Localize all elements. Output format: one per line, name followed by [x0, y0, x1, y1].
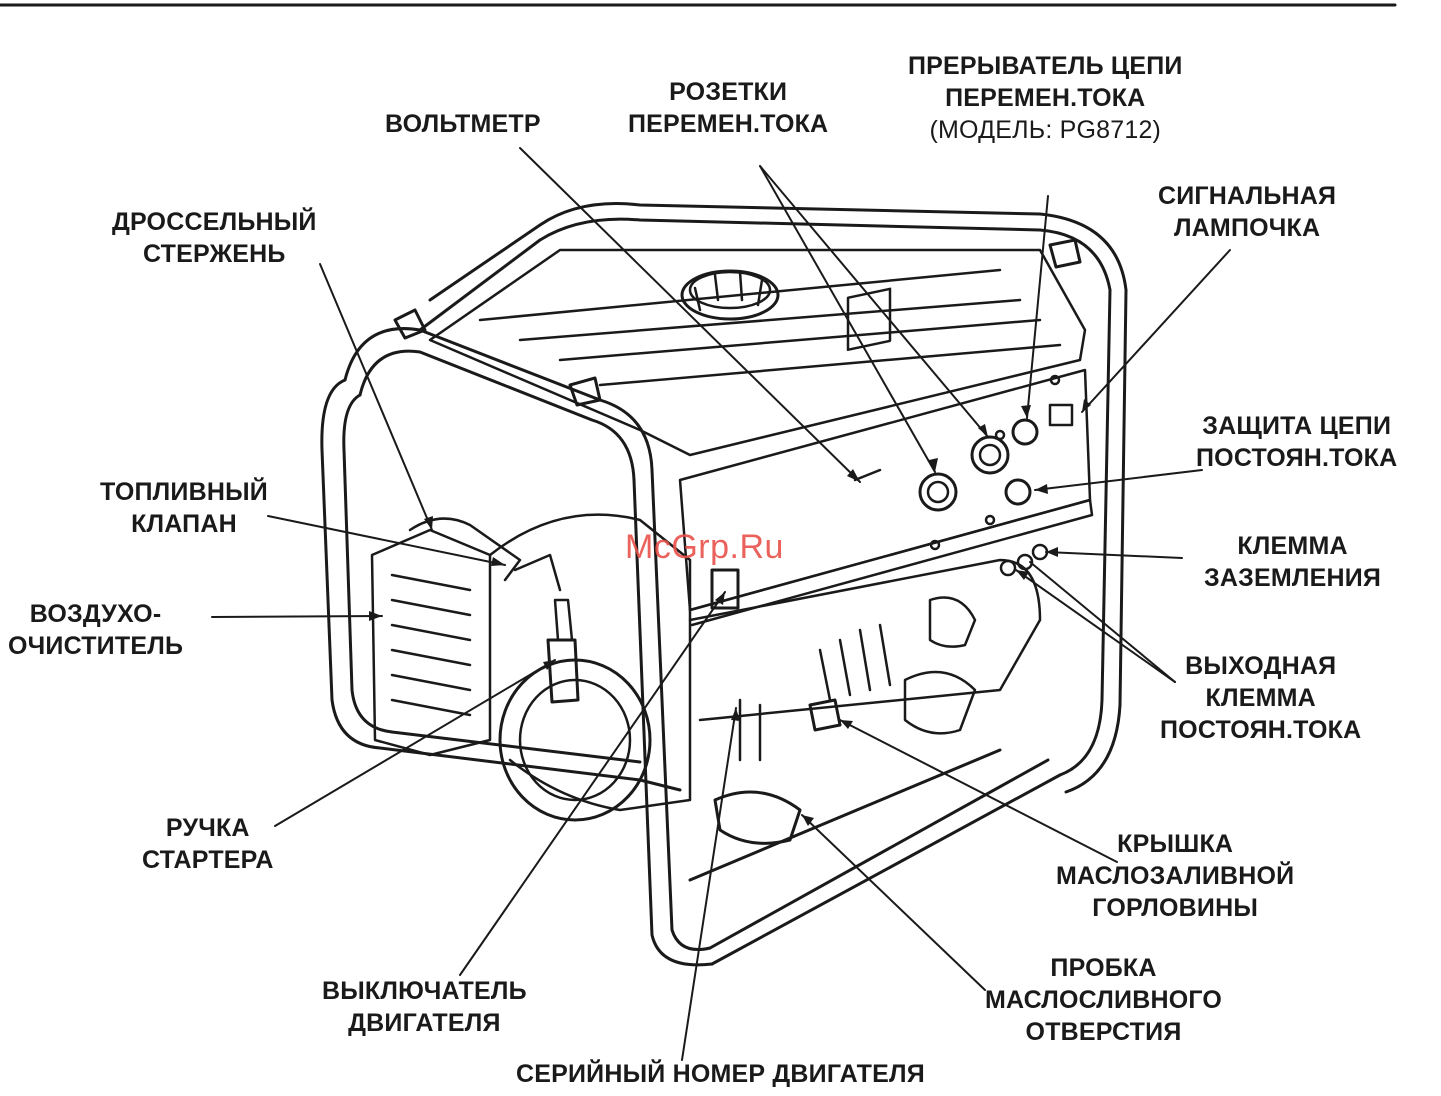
leader-arrowheads	[369, 399, 1091, 826]
label-recoil-starter: РУЧКА СТАРТЕРА	[142, 814, 274, 874]
ac-breaker-button	[1011, 418, 1039, 446]
frame	[320, 202, 1128, 967]
recoil-starter-drum	[498, 658, 652, 822]
ac-outlet-1	[918, 472, 958, 512]
watermark: McGrp.Ru	[625, 528, 784, 566]
label-choke-rod: ДРОССЕЛЬНЫЙ СТЕРЖЕНЬ	[112, 208, 317, 268]
dc-protector-button	[1004, 478, 1032, 506]
starter-grip	[546, 638, 580, 704]
engine-switch-box	[710, 568, 740, 610]
label-oil-drain-plug: ПРОБКА МАСЛОСЛИВНОГО ОТВЕРСТИЯ	[985, 954, 1223, 1046]
pilot-lamp-fixture	[1048, 403, 1074, 427]
label-engine-switch: ВЫКЛЮЧАТЕЛЬ ДВИГАТЕЛЯ	[322, 977, 527, 1037]
label-fuel-valve: ТОПЛИВНЫЙ КЛАПАН	[100, 478, 268, 538]
label-dc-output: ВЫХОДНАЯ КЛЕММА ПОСТОЯН.ТОКА	[1160, 652, 1362, 744]
ground-terminal-knob	[1031, 543, 1049, 561]
ac-outlet-2	[970, 435, 1010, 475]
label-voltmeter: ВОЛЬТМЕТР	[385, 110, 541, 138]
label-air-cleaner: ВОЗДУХО- ОЧИСТИТЕЛЬ	[8, 600, 184, 660]
air-cleaner-housing	[370, 528, 492, 757]
label-engine-serial: СЕРИЙНЫЙ НОМЕР ДВИГАТЕЛЯ	[516, 1060, 925, 1088]
label-ac-breaker: ПРЕРЫВАТЕЛЬ ЦЕПИ ПЕРЕМЕН.ТОКА (МОДЕЛЬ: P…	[908, 52, 1183, 144]
control-panel	[678, 287, 1094, 627]
oil-drain-plug	[713, 790, 802, 845]
label-pilot-lamp: СИГНАЛЬНАЯ ЛАМПОЧКА	[1158, 182, 1337, 242]
fuel-tank	[428, 248, 1087, 457]
oil-filler-cap	[808, 698, 842, 732]
label-ac-outlets: РОЗЕТКИ ПЕРЕМЕН.ТОКА	[628, 78, 829, 138]
label-oil-filler-cap: КРЫШКА МАСЛОЗАЛИВНОЙ ГОРЛОВИНЫ	[1056, 830, 1295, 922]
label-dc-protector: ЗАЩИТА ЦЕПИ ПОСТОЯН.ТОКА	[1196, 412, 1398, 472]
engine	[370, 513, 1042, 845]
leader-lines	[211, 147, 1231, 1061]
label-ground-terminal: КЛЕММА ЗАЗЕМЛЕНИЯ	[1204, 532, 1382, 592]
voltmeter-gauge	[846, 287, 892, 352]
